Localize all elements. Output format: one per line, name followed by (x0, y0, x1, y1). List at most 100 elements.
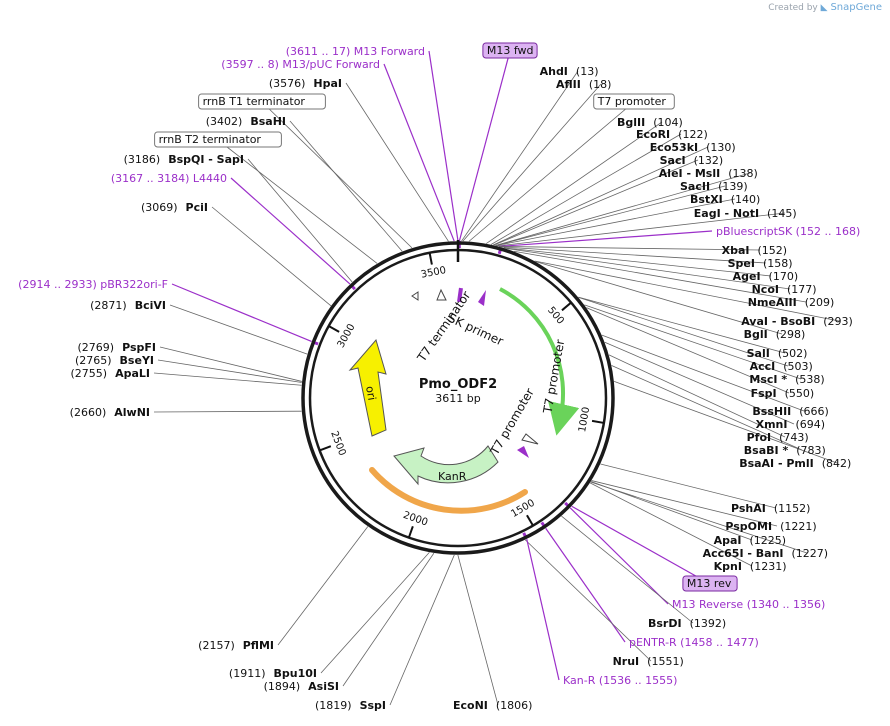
map-label[interactable]: AflII(18) (556, 78, 611, 91)
rrnb-terminator-arrow[interactable] (437, 290, 446, 300)
map-label[interactable]: (3611 .. 17) M13 Forward (286, 45, 425, 58)
map-label[interactable]: BglI(298) (744, 328, 806, 341)
map-label[interactable]: BssHII(666) (752, 405, 828, 418)
site-label: (2769)PspFI (78, 341, 156, 354)
map-label[interactable]: SalI(502) (747, 347, 808, 360)
t7-promoter-arrow-2[interactable] (517, 446, 529, 458)
map-label[interactable]: (3186) BspQI - SapI (124, 153, 244, 166)
site-name: PspOMI (725, 520, 772, 533)
box-label-text: rrnB T2 terminator (159, 133, 262, 146)
map-label[interactable]: (2765) BseYI (75, 354, 154, 367)
site-label: AgeI(170) (733, 270, 799, 283)
map-label[interactable]: rrnB T1 terminator (199, 94, 326, 109)
map-label[interactable]: (2871)BciVI (90, 299, 166, 312)
site-name: BsaHI (250, 115, 286, 128)
map-label[interactable]: KpnI(1231) (714, 560, 787, 573)
map-label[interactable]: (3069)PciI (141, 201, 208, 214)
site-label: BstXI(140) (690, 193, 760, 206)
map-label[interactable]: pBluescriptSK (152 .. 168) (716, 225, 860, 238)
site-label: AflII(18) (556, 78, 611, 91)
map-label[interactable]: rrnB T2 terminator (155, 132, 282, 147)
site-name: NruI (613, 655, 640, 668)
site-name: BseYI (120, 354, 154, 367)
box-label-text: M13 fwd (487, 44, 534, 57)
site-position: (170) (769, 270, 799, 283)
map-label[interactable]: AhdI(13) (540, 65, 599, 78)
map-label[interactable]: Eco53kI(130) (650, 141, 736, 154)
label-leader-line (248, 159, 352, 282)
map-label[interactable]: pENTR-R (1458 .. 1477) (629, 636, 759, 649)
site-position: (842) (822, 457, 852, 470)
map-label[interactable]: (2755)ApaLI (71, 367, 151, 380)
map-label[interactable]: PshAI(1152) (731, 502, 810, 515)
site-position: (2765) (75, 354, 112, 367)
map-label[interactable]: SacI(132) (660, 154, 724, 167)
site-label: SacI(132) (660, 154, 724, 167)
site-name: EcoRI (636, 128, 670, 141)
label-leader-line (463, 84, 601, 241)
label-leader-line (160, 347, 302, 381)
map-label[interactable]: (1819)SspI (315, 699, 386, 712)
map-label[interactable]: (2914 .. 2933) pBR322ori-F (18, 278, 168, 291)
tick-label: 2500 (328, 430, 347, 458)
map-label[interactable]: EcoNI(1806) (453, 699, 532, 712)
map-label[interactable]: PfoI(743) (747, 431, 809, 444)
map-label[interactable]: M13 rev (683, 576, 737, 591)
map-label[interactable]: (2769)PspFI (78, 341, 156, 354)
site-label: (1911)Bpu10I (229, 667, 317, 680)
site-label: Acc65I - BanI(1227) (703, 547, 829, 560)
map-label[interactable]: (3167 .. 3184) L4440 (111, 172, 227, 185)
map-label[interactable]: (2660)AlwNI (70, 406, 150, 419)
map-label[interactable]: NcoI(177) (752, 283, 817, 296)
t7-promoter-arrow-1[interactable] (522, 434, 538, 444)
sk-primer-arrow[interactable] (478, 290, 486, 306)
map-label[interactable]: MscI *(538) (749, 373, 824, 386)
site-name: BspQI - SapI (168, 153, 244, 166)
map-label[interactable]: XmnI(694) (756, 418, 825, 431)
map-label[interactable]: (1911)Bpu10I (229, 667, 317, 680)
tick-label: 1000 (577, 406, 592, 433)
map-label[interactable]: M13 fwd (483, 43, 537, 58)
map-label[interactable]: SpeI(158) (728, 257, 793, 270)
map-label[interactable]: BstXI(140) (690, 193, 760, 206)
map-label[interactable]: Acc65I - BanI(1227) (703, 547, 829, 560)
map-label[interactable]: (3576)HpaI (269, 77, 342, 90)
map-label[interactable]: BsaBI *(783) (744, 444, 826, 457)
site-name: SspI (360, 699, 386, 712)
site-name: SacI (660, 154, 686, 167)
map-label[interactable]: (1894)AsiSI (264, 680, 339, 693)
map-label[interactable]: ApaI(1225) (714, 534, 786, 547)
primer-label: (3167 .. 3184) L4440 (111, 172, 227, 185)
map-label[interactable]: BsaAI - PmlI(842) (739, 457, 851, 470)
site-name: PciI (186, 201, 208, 214)
map-label[interactable]: NmeAIII(209) (748, 296, 835, 309)
map-label[interactable]: EagI - NotI(145) (694, 207, 797, 220)
map-label[interactable]: AccI(503) (750, 360, 813, 373)
map-label[interactable]: AgeI(170) (733, 270, 799, 283)
site-name: XbaI (722, 244, 750, 257)
map-label[interactable]: (3402)BsaHI (206, 115, 286, 128)
map-label[interactable]: AvaI - BsoBI(293) (741, 315, 853, 328)
map-label[interactable]: XbaI(152) (722, 244, 787, 257)
map-label[interactable]: (3597 .. 8) M13/pUC Forward (221, 58, 380, 71)
map-label[interactable]: SacII(139) (680, 180, 748, 193)
map-label[interactable]: FspI(550) (751, 387, 815, 400)
map-label[interactable]: Kan-R (1536 .. 1555) (563, 674, 677, 687)
site-label: BsrDI(1392) (648, 617, 726, 630)
site-label: KpnI(1231) (714, 560, 787, 573)
label-leader-line (172, 284, 312, 341)
t7-terminator-arrow[interactable] (412, 292, 418, 300)
site-position: (3186) (124, 153, 161, 166)
site-label: SpeI(158) (728, 257, 793, 270)
map-label[interactable]: AleI - MslI(138) (659, 167, 758, 180)
map-label[interactable]: (2157)PflMI (198, 639, 274, 652)
map-label[interactable]: BsrDI(1392) (648, 617, 726, 630)
map-label[interactable]: NruI(1551) (613, 655, 684, 668)
map-label[interactable]: PspOMI(1221) (725, 520, 816, 533)
credit-prefix: Created by (768, 3, 818, 13)
map-label[interactable]: M13 Reverse (1340 .. 1356) (672, 598, 825, 611)
site-label: XmnI(694) (756, 418, 825, 431)
map-label[interactable]: T7 promoter (594, 94, 675, 109)
label-leader-line (469, 102, 634, 241)
label-leader-line (346, 83, 448, 241)
